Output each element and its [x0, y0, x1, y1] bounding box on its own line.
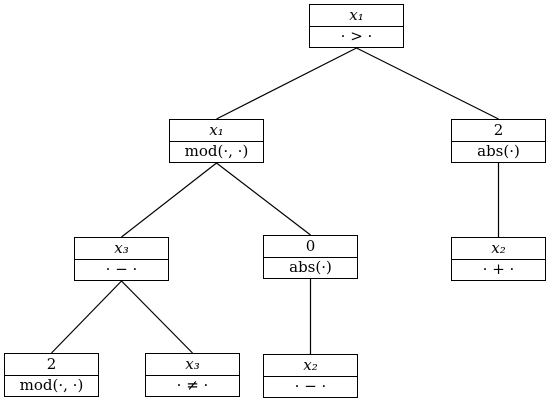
node-operator: · > ·: [310, 25, 403, 48]
node-value: 0: [305, 236, 316, 255]
node-value: 2: [493, 120, 504, 139]
node-operator: · − ·: [75, 258, 168, 281]
tree-node: 0 abs(·): [263, 235, 358, 279]
tree-node-leaf: 2 mod(·, ·): [4, 353, 99, 397]
node-value: x₂: [303, 355, 318, 374]
tree-node-leaf: x₂ · − ·: [263, 354, 358, 398]
node-value: 2: [46, 354, 57, 373]
tree-edge: [216, 162, 311, 236]
tree-edge: [51, 280, 122, 354]
tree-node-leaf: x₃ · ≠ ·: [145, 353, 240, 397]
node-operator: · ≠ ·: [146, 374, 239, 397]
tree-edge: [121, 280, 193, 354]
node-operator: · + ·: [452, 258, 545, 281]
node-operator: mod(·, ·): [170, 140, 263, 163]
node-value: x₂: [491, 238, 506, 257]
node-value: x₃: [114, 238, 129, 257]
node-operator: mod(·, ·): [5, 374, 98, 397]
tree-node: x₂ · + ·: [451, 237, 546, 281]
tree-edge: [216, 47, 357, 120]
tree-node: x₃ · − ·: [74, 237, 169, 281]
node-operator: abs(·): [452, 140, 545, 163]
node-value: x₁: [349, 5, 364, 24]
node-operator: · − ·: [264, 375, 357, 398]
node-value: x₁: [209, 120, 224, 139]
node-operator: abs(·): [264, 256, 357, 279]
tree-edge: [356, 47, 499, 120]
tree-edge: [121, 162, 217, 238]
tree-node-root: x₁ · > ·: [309, 4, 404, 48]
tree-node: 2 abs(·): [451, 119, 546, 163]
tree-node: x₁ mod(·, ·): [169, 119, 264, 163]
node-value: x₃: [185, 354, 200, 373]
